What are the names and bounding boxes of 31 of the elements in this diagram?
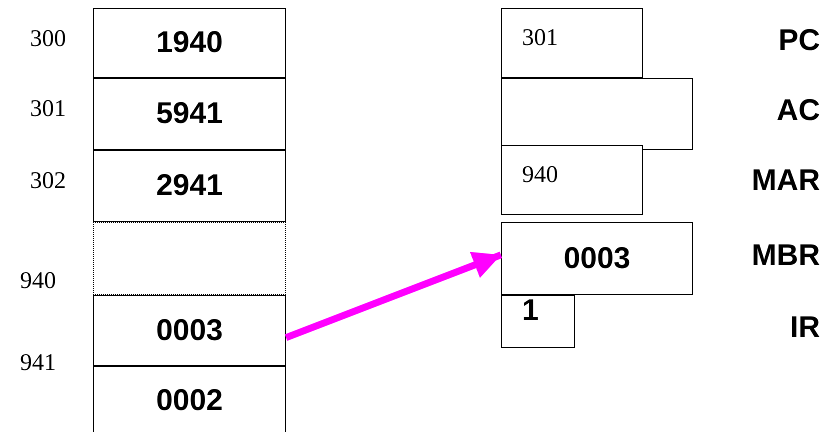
register-name: MAR (752, 164, 820, 198)
cell-value: 0003 (564, 242, 630, 276)
register-box (501, 222, 693, 295)
address-label: 302 (30, 168, 66, 195)
address-label: 301 (30, 96, 66, 123)
cell-value: 2941 (156, 169, 223, 203)
cell-value: 301 (522, 25, 558, 52)
address-label: 940 (20, 268, 56, 295)
address-label: 300 (30, 26, 66, 53)
cell-value: 0003 (156, 314, 223, 348)
cell-value: 1940 (156, 26, 223, 60)
register-box (501, 145, 643, 215)
register-box (501, 295, 575, 348)
cell-value: 1 (522, 294, 539, 328)
register-name: MBR (752, 239, 820, 273)
arrow (284, 252, 502, 341)
cell-value: 5941 (156, 97, 223, 131)
memory-cell (93, 222, 286, 295)
memory-cell (93, 295, 286, 366)
memory-cell (93, 150, 286, 222)
register-name: PC (778, 24, 820, 58)
register-name: IR (790, 311, 820, 345)
address-label: 941 (20, 350, 56, 377)
memory-cell (93, 78, 286, 150)
memory-cell (93, 8, 286, 78)
register-box (501, 8, 643, 78)
cell-value: 940 (522, 162, 558, 189)
register-name: AC (776, 94, 820, 128)
memory-cell (93, 366, 286, 432)
cell-value: 0002 (156, 384, 223, 418)
register-box (501, 78, 693, 150)
